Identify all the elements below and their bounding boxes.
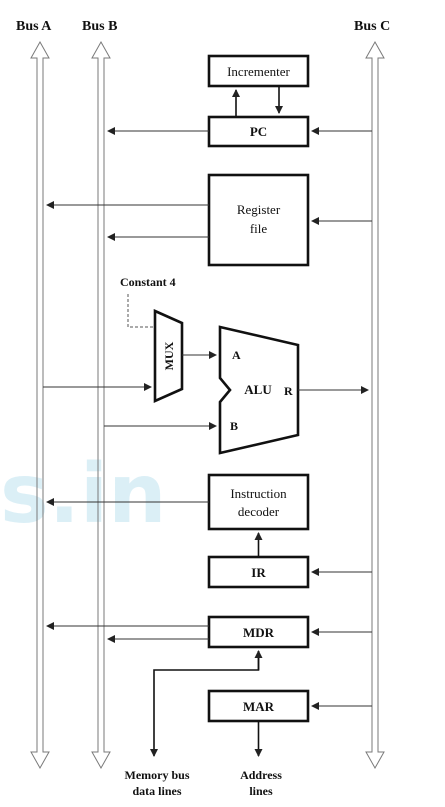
mdr-label: MDR (243, 625, 275, 640)
incrementer-block: Incrementer (207, 54, 310, 88)
bus-b (91, 40, 111, 770)
register-file-label-1: Register (237, 202, 281, 217)
pc-label: PC (250, 124, 267, 139)
bus-a-label: Bus A (16, 19, 52, 34)
alu-port-b: B (230, 419, 238, 433)
alu-label: ALU (244, 382, 272, 397)
bus-c (365, 40, 385, 770)
bus-b-label: Bus B (82, 19, 117, 34)
pc-block: PC (207, 115, 310, 148)
ir-label: IR (251, 565, 266, 580)
mdr-block: MDR (207, 615, 310, 649)
register-file-label-2: file (250, 221, 268, 236)
ir-block: IR (207, 555, 310, 589)
bus-c-label: Bus C (354, 19, 390, 34)
instruction-decoder-block: Instruction decoder (207, 473, 310, 531)
mar-block: MAR (207, 689, 310, 723)
alu-port-a: A (232, 348, 241, 362)
incrementer-label: Incrementer (227, 64, 290, 79)
constant-4-label: Constant 4 (120, 275, 176, 289)
instruction-decoder-label-2: decoder (238, 504, 280, 519)
watermark: s.in (0, 447, 166, 542)
address-lines-label-1: Address (240, 768, 282, 782)
constant-to-mux (127, 294, 154, 328)
memory-bus-label-1: Memory bus (125, 768, 190, 782)
instruction-decoder-label-1: Instruction (230, 486, 287, 501)
address-lines-label-2: lines (249, 784, 273, 798)
mar-label: MAR (243, 699, 275, 714)
mux-block: MUX (153, 308, 184, 404)
alu-block: A ALU R B (218, 325, 300, 455)
register-file-block: Register file (207, 173, 310, 267)
mux-label: MUX (162, 341, 176, 370)
bus-a (30, 40, 50, 770)
alu-port-r: R (284, 384, 293, 398)
memory-bus-label-2: data lines (132, 784, 181, 798)
